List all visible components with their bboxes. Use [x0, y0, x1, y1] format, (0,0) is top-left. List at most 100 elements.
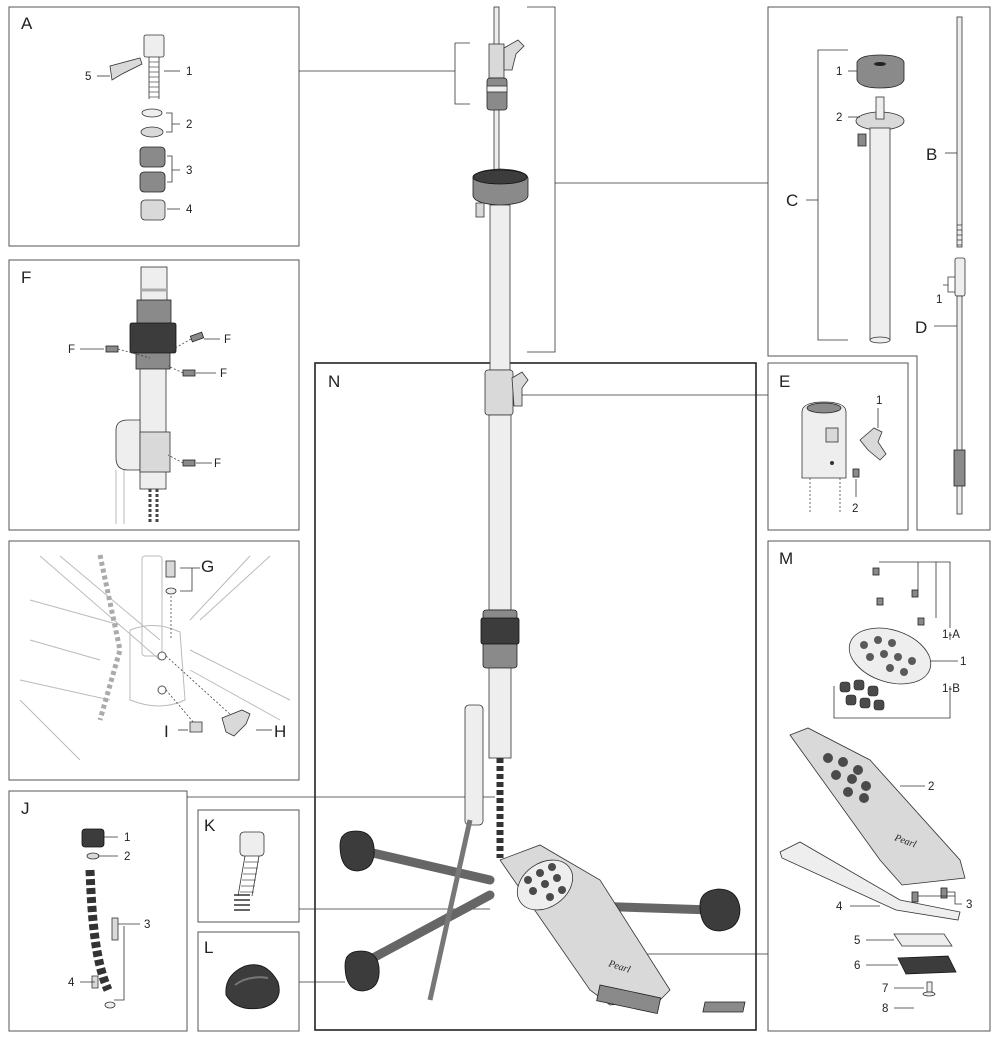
panel-j-frame: [8, 790, 188, 1032]
panel-e-frame: [767, 362, 909, 531]
chain-felt: [81, 828, 105, 848]
joint-collar: [129, 322, 177, 354]
wing-screw: [109, 57, 143, 81]
panel-b-pull-rod: [945, 16, 963, 248]
svg-text:5: 5: [85, 71, 91, 83]
svg-text:7: 7: [882, 983, 888, 995]
panel-l-rubber-foot: [225, 964, 280, 1010]
middle-tube: [488, 414, 512, 611]
panel-a-clutch-parts: 1 2 3 4 5: [85, 34, 193, 221]
pull-rod-upper: [956, 16, 963, 248]
seat-felt: [856, 54, 905, 89]
screw-i: [189, 721, 203, 733]
panel-d-pull-rod: 1: [934, 257, 966, 515]
svg-text:6: 6: [854, 960, 860, 972]
svg-text:1: 1: [186, 66, 192, 78]
rubber-foot: [225, 964, 280, 1010]
svg-text:4: 4: [68, 977, 75, 989]
wing-bolt: [859, 427, 887, 461]
plate-8: [702, 1001, 746, 1013]
svg-text:2: 2: [186, 119, 192, 131]
leg-rear-left: [355, 845, 495, 885]
screw-g: [165, 560, 176, 578]
panel-f-frame: [8, 259, 300, 531]
nut: [140, 126, 164, 138]
svg-text:F: F: [214, 458, 221, 470]
svg-text:F: F: [224, 334, 231, 346]
svg-text:5: 5: [854, 935, 860, 947]
svg-text:3: 3: [186, 165, 192, 177]
rubber-foot-right: [699, 888, 741, 932]
clutch-wing-bolt: [503, 39, 525, 71]
panel-m-footboard-parts: 1-A 1 1-B Pearl 2 3 4 5 6 7 8: [702, 561, 972, 1015]
panel-letter-a: A: [21, 14, 33, 33]
svg-text:G: G: [201, 557, 214, 576]
panel-f-tube-screws: F F F F: [68, 266, 231, 524]
chain: [85, 869, 113, 992]
panel-a-frame: [8, 6, 300, 247]
clutch-felts: [486, 77, 508, 111]
panel-e-joint-parts: 1 2: [801, 395, 887, 515]
panel-l-frame: [197, 931, 300, 1032]
set-screw: [852, 468, 860, 478]
panel-g-frame: [8, 540, 300, 781]
upper-tube: [489, 204, 511, 371]
lower-tube: [488, 667, 512, 759]
panel-c-seat-parts: 1 2: [806, 49, 905, 344]
svg-text:1-A: 1-A: [942, 629, 960, 641]
panel-k-spring-screw: [234, 831, 265, 911]
panel-letter-f: F: [21, 268, 31, 287]
svg-text:1: 1: [960, 656, 966, 668]
panel-j-chain-parts: 1 2 3 4: [68, 828, 150, 1009]
leg-front-left: [355, 890, 495, 970]
felt-upper: [139, 146, 166, 168]
panel-letter-d: D: [915, 318, 927, 337]
rubber-foot-front: [344, 950, 380, 992]
plate-6: [897, 955, 957, 975]
chain-bolt: [111, 917, 119, 941]
panel-letter-k: K: [204, 816, 216, 835]
panel-g-base-detail: G H I: [19, 554, 291, 761]
svg-text:F: F: [68, 344, 75, 356]
top-tube: [869, 127, 891, 341]
height-wing-bolt: [511, 371, 529, 407]
joint-thread: [136, 299, 172, 327]
height-joint: [484, 369, 514, 416]
connector-lines: [187, 6, 768, 983]
clutch-nut-bottom: [140, 199, 166, 221]
svg-text:1-B: 1-B: [942, 683, 960, 695]
svg-text:1: 1: [124, 832, 130, 844]
svg-text:2: 2: [124, 851, 130, 863]
svg-text:3: 3: [144, 919, 150, 931]
clutch-body: [488, 43, 505, 79]
svg-text:2: 2: [836, 112, 842, 124]
panel-letter-l: L: [204, 938, 213, 957]
svg-text:2: 2: [928, 781, 934, 793]
panel-cbd-frame: [767, 6, 991, 531]
panel-m-frame: [767, 540, 991, 1032]
svg-text:3: 3: [966, 899, 972, 911]
washer: [141, 108, 163, 118]
panel-n-frame: [314, 362, 757, 1031]
leg-post: [464, 704, 484, 826]
heel-plate: [596, 984, 662, 1015]
grip-plate: [848, 627, 932, 685]
svg-text:4: 4: [186, 204, 193, 216]
wing-bolt-h: [221, 709, 251, 737]
panel-letter-e: E: [779, 372, 790, 391]
svg-text:F: F: [220, 368, 227, 380]
svg-text:H: H: [274, 722, 286, 741]
main-hihat-stand: Pearl: [339, 6, 741, 1015]
svg-text:2: 2: [852, 503, 858, 515]
svg-text:4: 4: [836, 901, 843, 913]
rod-coupler: [954, 257, 966, 297]
panel-letter-m: M: [779, 549, 793, 568]
screw-head: [239, 831, 265, 857]
spring: [234, 894, 250, 911]
rod-thread: [953, 449, 966, 487]
svg-text:1: 1: [936, 294, 942, 306]
rubber-foot-rear: [339, 830, 375, 872]
svg-text:1: 1: [876, 395, 882, 407]
panel-letter-c: C: [786, 191, 798, 210]
